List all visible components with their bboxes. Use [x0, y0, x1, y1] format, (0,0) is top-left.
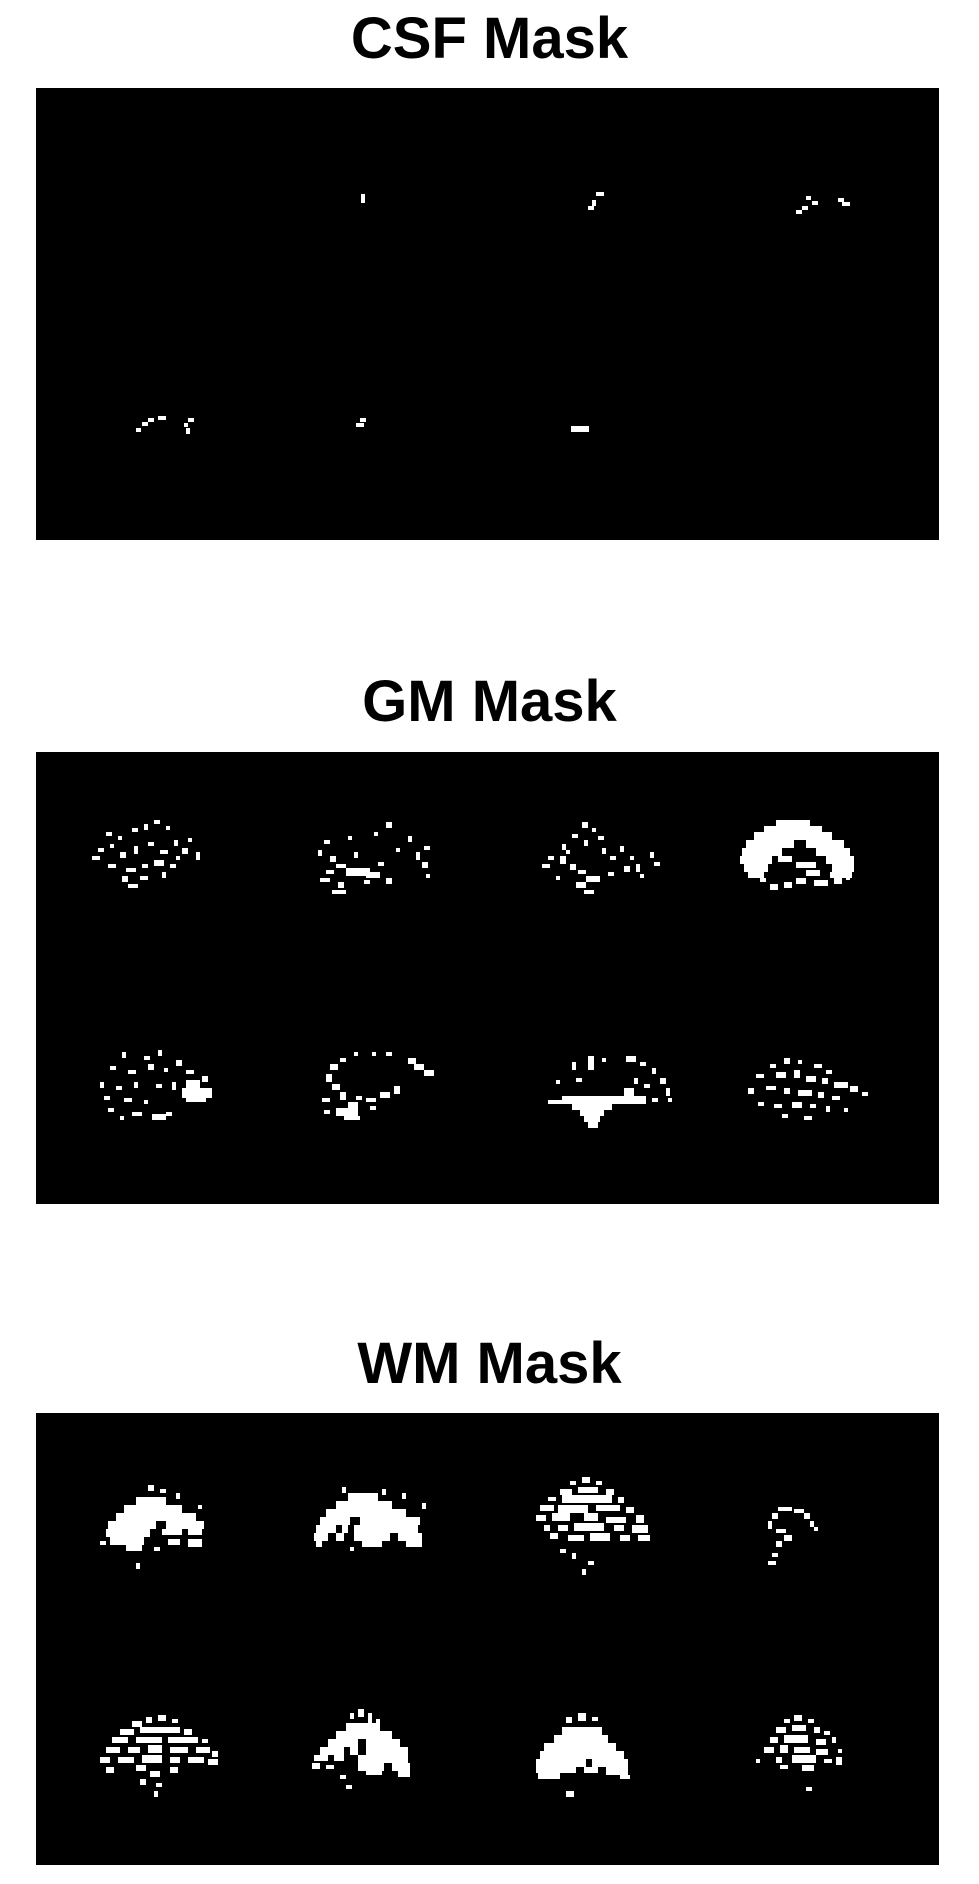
wm-slice-2 [314, 1487, 426, 1551]
wm-slice-5 [100, 1715, 218, 1797]
wm-slice-7 [536, 1713, 630, 1797]
gm-slice-2 [318, 822, 430, 894]
gm-slice-5 [100, 1050, 212, 1120]
gm-slice-8 [748, 1058, 868, 1120]
gm-slice-3 [542, 822, 660, 894]
csf-mask-slices [136, 192, 850, 434]
gm-slice-6 [322, 1052, 434, 1120]
wm-mask-title: WM Mask [357, 1331, 622, 1396]
wm-slice-4 [768, 1507, 818, 1565]
gm-mask-image [36, 752, 939, 1204]
wm-slice-6 [312, 1709, 410, 1789]
gm-slice-1 [92, 820, 200, 888]
wm-mask-image [36, 1413, 939, 1865]
gm-mask-slices [92, 820, 868, 1128]
csf-mask-title: CSF Mask [350, 6, 629, 71]
csf-slice-6 [356, 418, 366, 427]
wm-slice-3 [536, 1477, 650, 1575]
csf-slice-4 [796, 196, 850, 214]
csf-slice-5 [136, 416, 194, 434]
csf-slice-7 [571, 426, 589, 432]
csf-mask-image [36, 88, 939, 540]
wm-slice-1 [100, 1485, 204, 1569]
gm-slice-7 [548, 1056, 672, 1128]
gm-mask-title: GM Mask [362, 669, 617, 734]
gm-slice-4 [740, 820, 854, 890]
wm-slice-8 [756, 1715, 842, 1791]
csf-slice-3 [588, 192, 604, 210]
csf-slice-2 [361, 194, 365, 203]
wm-mask-slices [100, 1477, 842, 1797]
